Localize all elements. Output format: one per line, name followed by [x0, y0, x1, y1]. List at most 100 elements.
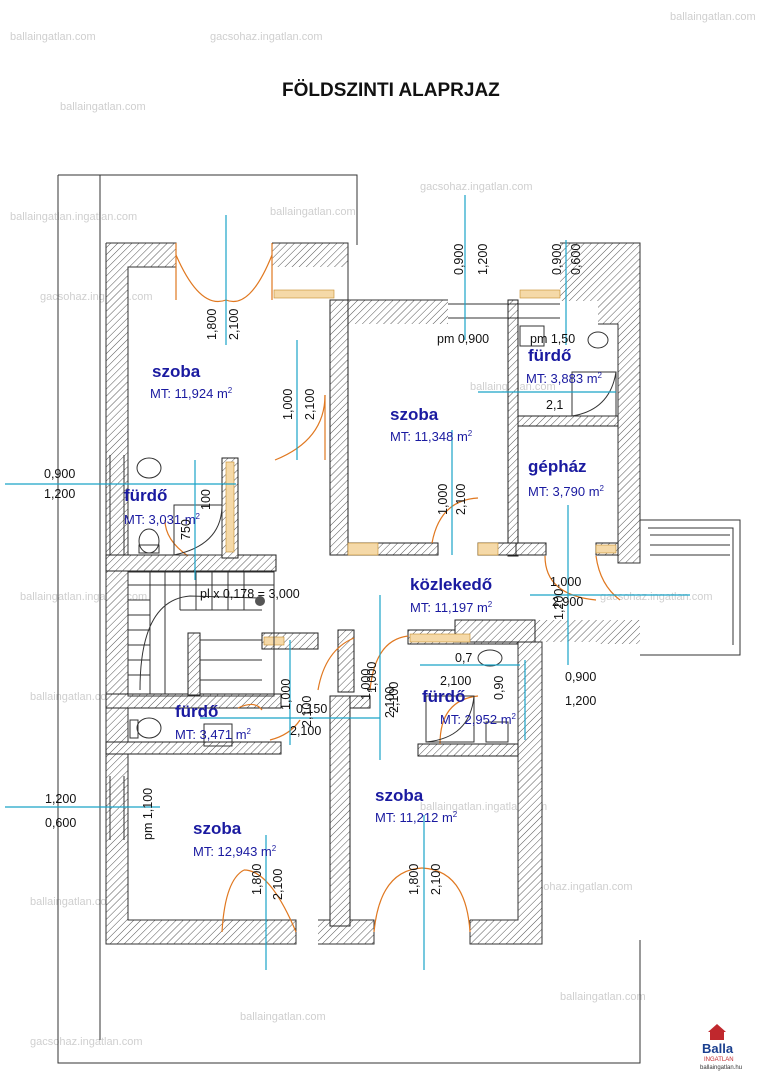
washbasin-icon	[136, 457, 162, 479]
room-name: fürdő	[175, 702, 218, 721]
dimension-label: 0,900	[452, 244, 466, 275]
room-area: MT: 11,197 m2	[410, 600, 493, 615]
dimension-label: 2,100	[290, 724, 321, 738]
room-name: fürdő	[528, 346, 571, 365]
dimension-label: 2,100	[429, 864, 443, 895]
room-name: fürdő	[422, 687, 465, 706]
watermark-8: gacsohaz.ingatlan.com	[40, 291, 153, 303]
room-name: szoba	[193, 819, 242, 838]
axis-lines	[5, 195, 690, 970]
watermark-11: gacsohaz.ingatlan.com	[600, 591, 713, 603]
shower-tray-icon	[173, 504, 223, 556]
washbasin-icon	[203, 723, 233, 747]
dimension-label: 1,200	[476, 244, 490, 275]
dimension-label: 2,100	[383, 687, 397, 718]
watermark-15: gacsohaz.ingatlan.com	[520, 881, 633, 893]
dimension-label: 2,100	[387, 682, 401, 713]
dimension-label: 2,100	[227, 309, 241, 340]
watermark-2: gacsohaz.ingatlan.com	[210, 31, 323, 43]
staircase: pl x 0,178 = 3,000	[127, 571, 300, 697]
room-area: MT: 3,471 m2	[175, 727, 252, 742]
watermark-17: gacsohaz.ingatlan.com	[30, 1036, 143, 1048]
dimension-label: 2,100	[303, 389, 317, 420]
watermark-16: ballaingatlan.com	[240, 1011, 326, 1023]
dimension-label: 1,800	[205, 309, 219, 340]
dimension-label: 1,000	[436, 484, 450, 515]
dimension-label: 2,100	[271, 869, 285, 900]
room-area: MT: 11,348 m2	[390, 429, 473, 444]
room-area: MT: 3,883 m2	[526, 371, 603, 386]
room-name: közlekedő	[410, 575, 492, 594]
toilet-icon	[138, 528, 160, 554]
toilet-icon	[587, 331, 609, 349]
room-area: MT: 3,031 m2	[124, 512, 201, 527]
dimension-label: 1,000	[550, 575, 581, 589]
dimension-label: 2,900	[552, 595, 583, 609]
exterior-walls	[106, 243, 640, 944]
room-name: szoba	[375, 786, 424, 805]
dimension-label: 2,100	[300, 696, 314, 727]
logo-url: ballaingatlan.hu	[700, 1065, 742, 1071]
dimension-label: 0,600	[569, 244, 583, 275]
toilet-icon	[136, 717, 162, 739]
fixtures	[129, 325, 617, 747]
dimension-label: 100	[199, 489, 213, 510]
dimension-label: 0,900	[565, 670, 596, 684]
logo-name: Balla	[702, 1041, 734, 1056]
dimension-label: 0,150	[296, 702, 327, 716]
watermark-13: ballaingatlan.ingatlan.com	[420, 801, 547, 813]
room-name: gépház	[528, 457, 587, 476]
room-area: MT: 3,790 m2	[528, 484, 605, 499]
watermark-12: ballaingatlan.com	[30, 691, 116, 703]
logo-sub: INGATLAN	[704, 1057, 734, 1063]
stair-note: pl x 0,178 = 3,000	[200, 587, 300, 601]
dimension-label: 0,600	[45, 816, 76, 830]
dimension-label: 2,100	[440, 674, 471, 688]
house-icon	[708, 1024, 726, 1040]
dimension-label: 0,900	[44, 467, 75, 481]
dimension-label: 2,1	[546, 398, 563, 412]
room-area: MT: 2,952 m2	[440, 712, 517, 727]
plan-title: FÖLDSZINTI ALAPRJAZ	[282, 80, 500, 101]
dimension-label: 0,90	[492, 676, 506, 700]
dimension-label: 1,000	[359, 669, 373, 700]
watermark-18: ballaingatlan.com	[560, 991, 646, 1003]
watermark-14: ballaingatlan.com	[30, 896, 116, 908]
dimension-label: 2,100	[454, 484, 468, 515]
dimension-label: 0,7	[455, 651, 472, 665]
room-name: szoba	[152, 362, 201, 381]
dimension-label: 1,800	[250, 864, 264, 895]
room-name: fürdő	[124, 486, 167, 505]
toilet-icon	[485, 721, 509, 743]
watermark-3: ballaingatlan.com	[670, 11, 756, 23]
room-area: MT: 12,943 m2	[193, 844, 277, 859]
dimension-label: 750	[179, 519, 193, 540]
windows	[109, 303, 560, 840]
dimension-label: 1,200	[44, 487, 75, 501]
room-area: MT: 11,212 m2	[375, 810, 458, 825]
dimension-label: 1,800	[407, 864, 421, 895]
watermark-4: ballaingatlan.com	[60, 101, 146, 113]
site-outline	[57, 174, 741, 1064]
door-swings	[164, 243, 621, 933]
dimension-label: 1,200	[552, 589, 566, 620]
dimension-label: 1,200	[45, 792, 76, 806]
watermark-7: ballaingatlan.com	[270, 206, 356, 218]
room-labels: szoba MT: 11,924 m2 szoba MT: 11,348 m2 …	[124, 346, 605, 859]
room-area: MT: 11,924 m2	[150, 386, 233, 401]
dimension-label: pm 1,50	[530, 332, 575, 346]
dimension-label: 0,900	[550, 244, 564, 275]
dimension-label: pm 0,900	[437, 332, 489, 346]
dimension-label: pm 1,100	[141, 788, 155, 840]
watermark-6: ballaingatlan.ingatlan.com	[10, 211, 137, 223]
bathtub-icon	[425, 695, 475, 743]
watermark-1: ballaingatlan.com	[10, 31, 96, 43]
brand-logo: Balla INGATLAN ballaingatlan.hu	[700, 1024, 742, 1071]
watermark-5: gacsohaz.ingatlan.com	[420, 181, 533, 193]
dimension-label: 1,000	[365, 662, 379, 693]
dimension-labels: 1,800 2,100 0,900 1,200 0,900 0,600 pm 0…	[44, 244, 596, 900]
dimension-label: 1,200	[565, 694, 596, 708]
room-name: szoba	[390, 405, 439, 424]
dimension-label: 1,000	[281, 389, 295, 420]
